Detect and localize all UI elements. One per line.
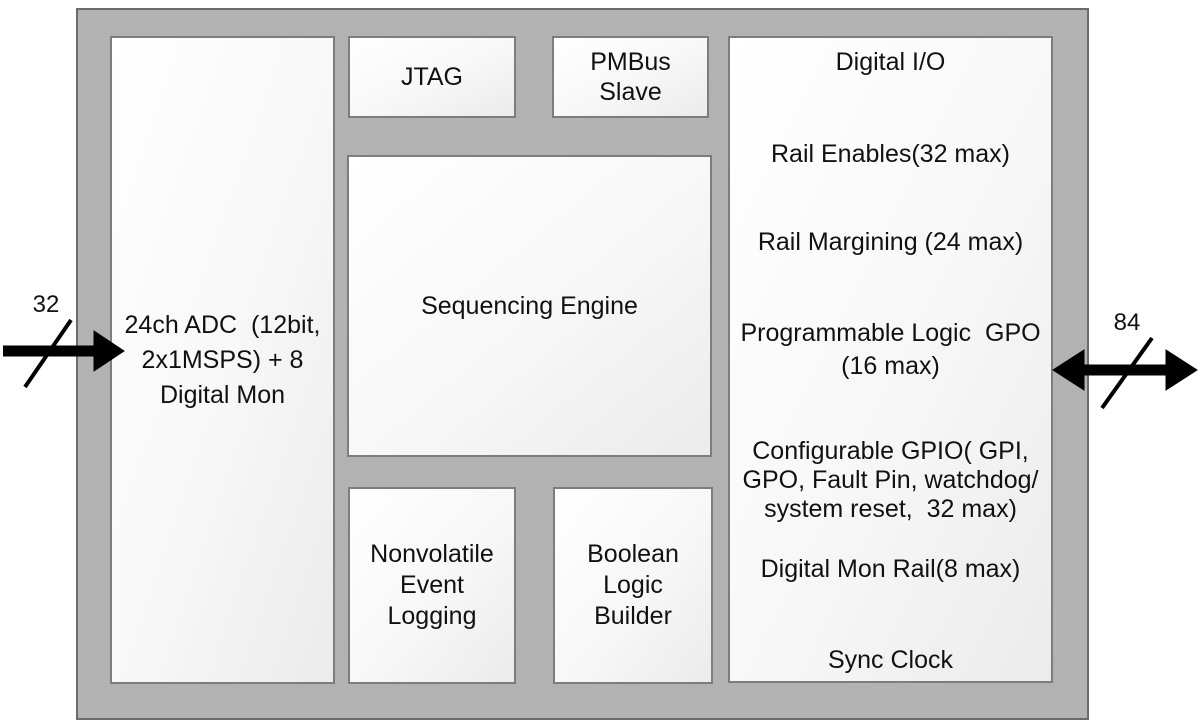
sequencing-engine-block: Sequencing Engine bbox=[347, 155, 712, 457]
input-bus-arrow: 32 bbox=[3, 291, 125, 389]
digital-io-item-rail-margining: Rail Margining (24 max) bbox=[757, 228, 1024, 256]
digital-io-item-sync-clock: Sync Clock bbox=[827, 646, 954, 674]
sequencing-engine-label: Sequencing Engine bbox=[421, 291, 638, 320]
digital-io-item-digital-mon-rail: Digital Mon Rail(8 max) bbox=[760, 555, 1021, 583]
adc-label: 24ch ADC (12bit, 2x1MSPS) + 8 Digital Mo… bbox=[124, 310, 321, 409]
output-bus-width-label: 84 bbox=[1114, 309, 1141, 336]
jtag-block: JTAG bbox=[348, 36, 516, 118]
pmbus-slave-label: PMBus Slave bbox=[590, 48, 671, 106]
input-bus-width-label: 32 bbox=[33, 291, 60, 318]
digital-io-item-rail-enables: Rail Enables(32 max) bbox=[771, 140, 1010, 168]
jtag-label: JTAG bbox=[400, 62, 464, 91]
arrowhead-right-icon bbox=[93, 330, 125, 372]
bus-width-slash-icon bbox=[1100, 336, 1154, 410]
arrowhead-right-icon bbox=[1165, 349, 1198, 391]
bidirectional-bus-arrow: 84 bbox=[1052, 309, 1198, 410]
bus-width-slash-icon bbox=[23, 318, 73, 389]
boolean-logic-builder-label: Boolean Logic Builder bbox=[587, 540, 679, 630]
digital-io-title: Digital I/O bbox=[835, 48, 946, 76]
adc-block: 24ch ADC (12bit, 2x1MSPS) + 8 Digital Mo… bbox=[110, 36, 335, 684]
arrowhead-left-icon bbox=[1052, 349, 1085, 391]
digital-io-item-configurable-gpio: Configurable GPIO( GPI, GPO, Fault Pin, … bbox=[742, 437, 1039, 523]
digital-io-item-programmable-logic-gpo: Programmable Logic GPO (16 max) bbox=[740, 319, 1041, 380]
nonvolatile-event-logging-block: Nonvolatile Event Logging bbox=[348, 487, 516, 684]
boolean-logic-builder-block: Boolean Logic Builder bbox=[553, 487, 713, 684]
nonvolatile-event-logging-label: Nonvolatile Event Logging bbox=[370, 540, 494, 630]
digital-io-block: Digital I/O Rail Enables(32 max) Rail Ma… bbox=[728, 36, 1053, 683]
pmbus-slave-block: PMBus Slave bbox=[552, 36, 709, 118]
